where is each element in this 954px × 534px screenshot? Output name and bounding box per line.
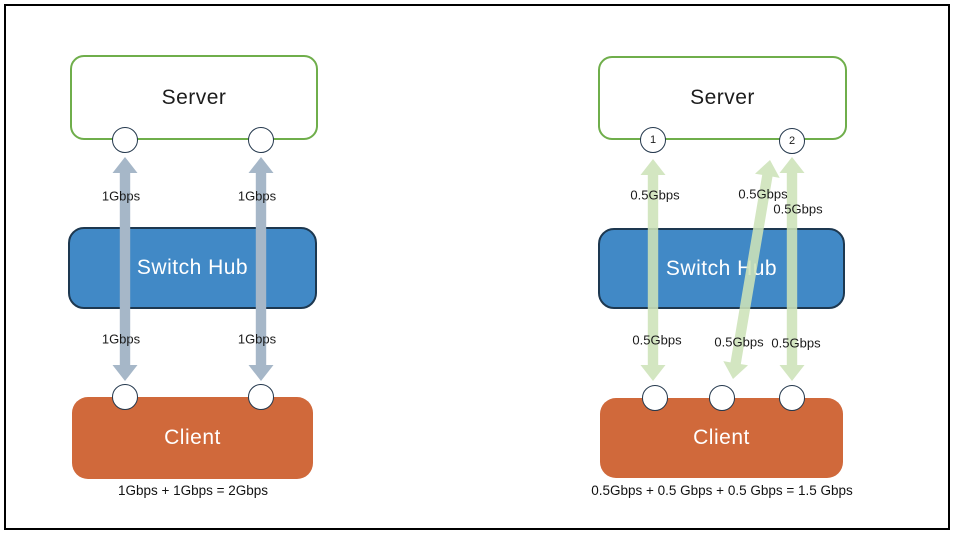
switch-hub-box-right: Switch Hub [598, 228, 845, 309]
bandwidth-sum-caption-right: 0.5Gbps + 0.5 Gbps + 0.5 Gbps = 1.5 Gbps [591, 483, 853, 498]
switch-hub-box-left: Switch Hub [68, 227, 317, 309]
port-circle [642, 385, 668, 411]
port-circle [248, 127, 274, 153]
port-circle-1: 1 [640, 127, 666, 153]
bandwidth-label: 0.5Gbps [714, 334, 764, 350]
bandwidth-label: 0.5Gbps [738, 186, 788, 202]
bandwidth-label: 1Gbps [237, 188, 277, 204]
bandwidth-label: 1Gbps [101, 188, 141, 204]
port-circle-2: 2 [779, 128, 805, 154]
client-label: Client [164, 426, 221, 449]
port-circle [709, 385, 735, 411]
server-label: Server [690, 86, 755, 109]
bandwidth-label: 1Gbps [101, 331, 141, 347]
bandwidth-label: 0.5Gbps [630, 187, 680, 203]
port-circle [248, 384, 274, 410]
port-circle [112, 127, 138, 153]
switch-hub-label: Switch Hub [136, 256, 249, 279]
bandwidth-sum-caption-left: 1Gbps + 1Gbps = 2Gbps [117, 483, 269, 498]
client-label: Client [693, 426, 750, 449]
client-box-right: Client [600, 398, 843, 478]
bandwidth-label: 1Gbps [237, 331, 277, 347]
bandwidth-label: 0.5Gbps [632, 332, 682, 348]
client-box-left: Client [72, 397, 313, 479]
bandwidth-label: 0.5Gbps [771, 335, 821, 351]
server-label: Server [161, 85, 227, 109]
port-circle [779, 385, 805, 411]
server-box-left: Server [70, 55, 318, 140]
port-circle [112, 384, 138, 410]
server-box-right: Server [598, 56, 847, 140]
bandwidth-label: 0.5Gbps [773, 201, 823, 217]
switch-hub-label: Switch Hub [665, 256, 778, 280]
